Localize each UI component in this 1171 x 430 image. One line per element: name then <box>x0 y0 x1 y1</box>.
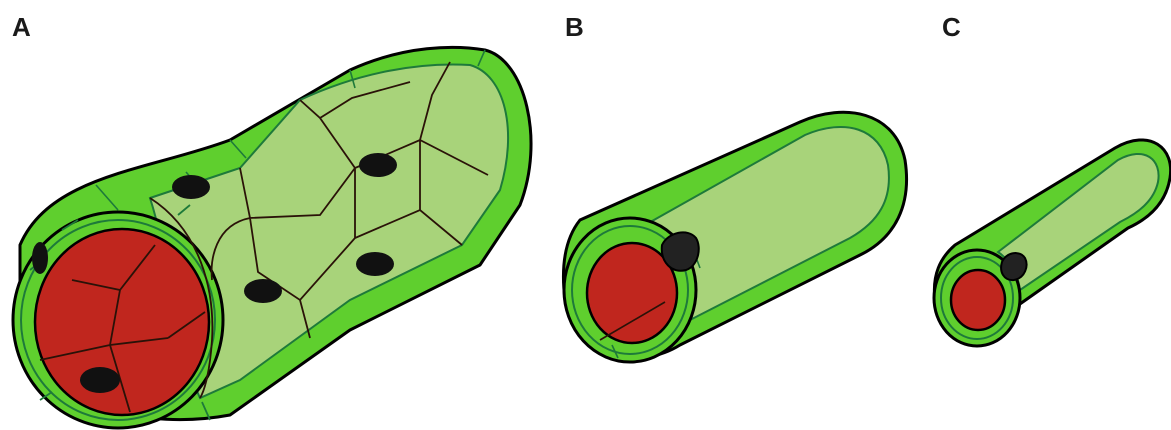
tube-c-red-core <box>951 270 1005 330</box>
tube-a-nucleus-2 <box>359 153 397 177</box>
tube-a-nucleus-5 <box>80 367 120 393</box>
tube-a-nucleus-1 <box>172 175 210 199</box>
tube-b-companion-cell <box>662 232 699 270</box>
tube-a-nucleus-4 <box>244 279 282 303</box>
tube-c <box>934 140 1171 346</box>
tube-c-companion-cell <box>1001 253 1026 280</box>
tube-a <box>13 47 531 428</box>
tube-a-nucleus-3 <box>356 252 394 276</box>
tube-a-nucleus-6 <box>32 242 48 274</box>
tube-b <box>563 112 906 362</box>
